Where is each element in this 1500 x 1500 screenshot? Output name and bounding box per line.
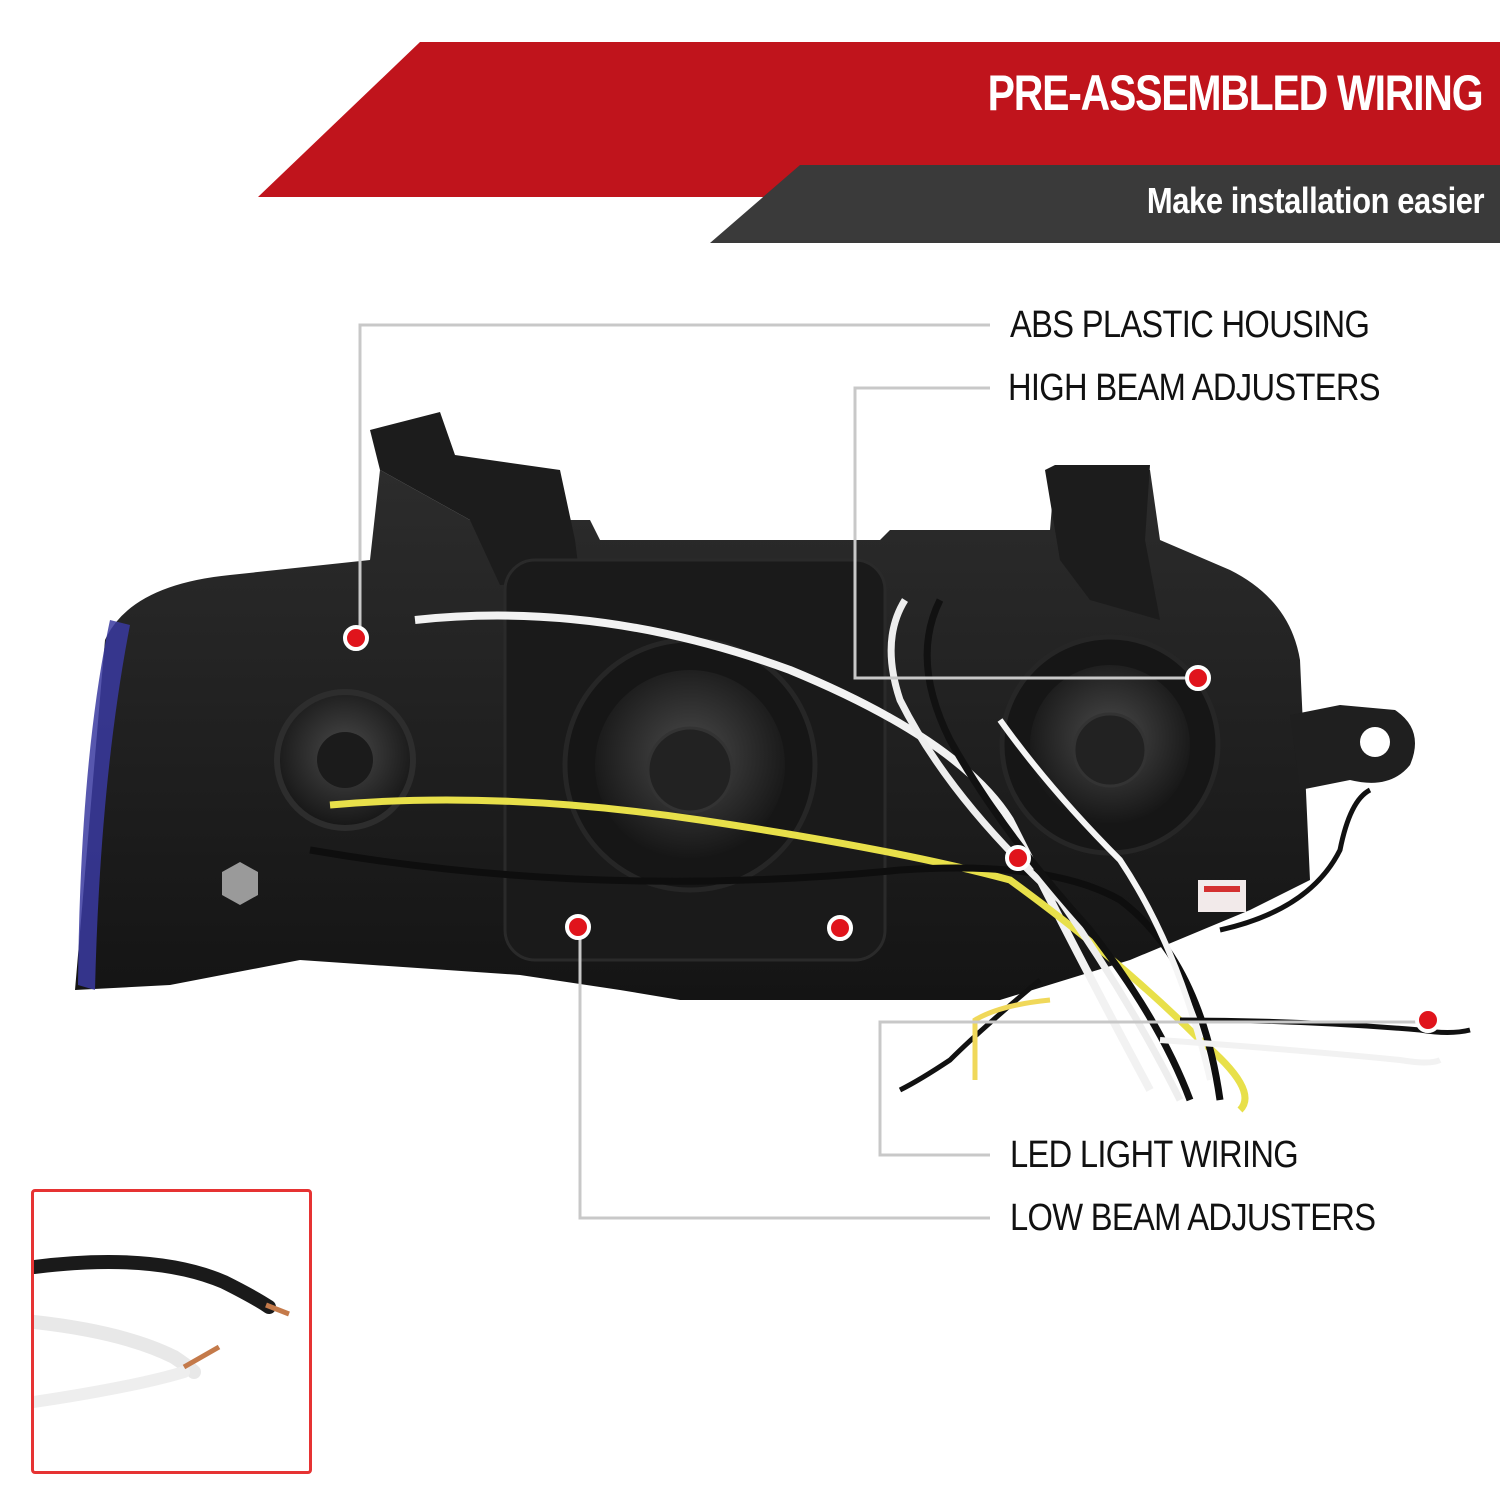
banner-red-ribbon — [258, 42, 1500, 197]
inset-wire-white — [34, 1315, 201, 1379]
callout-low-beam: LOW BEAM ADJUSTERS — [1010, 1197, 1376, 1239]
leader-high-beam — [853, 386, 1200, 680]
wire-white-2 — [887, 598, 1184, 1102]
leader-abs-housing — [358, 323, 990, 640]
housing-tab-right — [1045, 465, 1160, 620]
leader-led-wiring — [878, 1020, 1430, 1157]
marker-low-beam-1 — [565, 914, 591, 940]
wire-detail-inset — [31, 1189, 312, 1474]
header-banner — [258, 42, 1500, 243]
wire-white-right — [1159, 1037, 1442, 1066]
callout-high-beam: HIGH BEAM ADJUSTERS — [1008, 367, 1381, 409]
leader-low-beam — [578, 930, 990, 1220]
inset-wire-black — [34, 1255, 276, 1314]
wire-black-2 — [923, 598, 1194, 1102]
marker-abs-housing — [343, 625, 369, 651]
callout-abs-housing: ABS PLASTIC HOUSING — [1010, 304, 1370, 346]
wire-black-3 — [1219, 787, 1372, 933]
housing-bracket-right — [1290, 705, 1415, 790]
marker-led-wiring — [1415, 1007, 1441, 1033]
qc-sticker — [1198, 880, 1246, 912]
wire-yellow-left — [972, 997, 1051, 1080]
banner-title: PRE-ASSEMBLED WIRING — [987, 65, 1483, 121]
housing-tab-left — [370, 412, 580, 585]
callout-led-wiring: LED LIGHT WIRING — [1010, 1134, 1299, 1176]
banner-subtitle: Make installation easier — [1146, 180, 1485, 221]
marker-low-beam-2 — [827, 915, 853, 941]
banner-dark-ribbon — [710, 165, 1500, 243]
markers — [343, 625, 1441, 1033]
hex-nut — [222, 862, 258, 905]
lens-edge — [78, 620, 130, 990]
leader-lines — [358, 323, 1430, 1220]
bracket-hole — [1360, 727, 1390, 757]
wire-white-3 — [997, 718, 1213, 1081]
marker-high-beam-2 — [1005, 845, 1031, 871]
marker-high-beam-1 — [1185, 665, 1211, 691]
wire-detail-image — [34, 1255, 290, 1408]
